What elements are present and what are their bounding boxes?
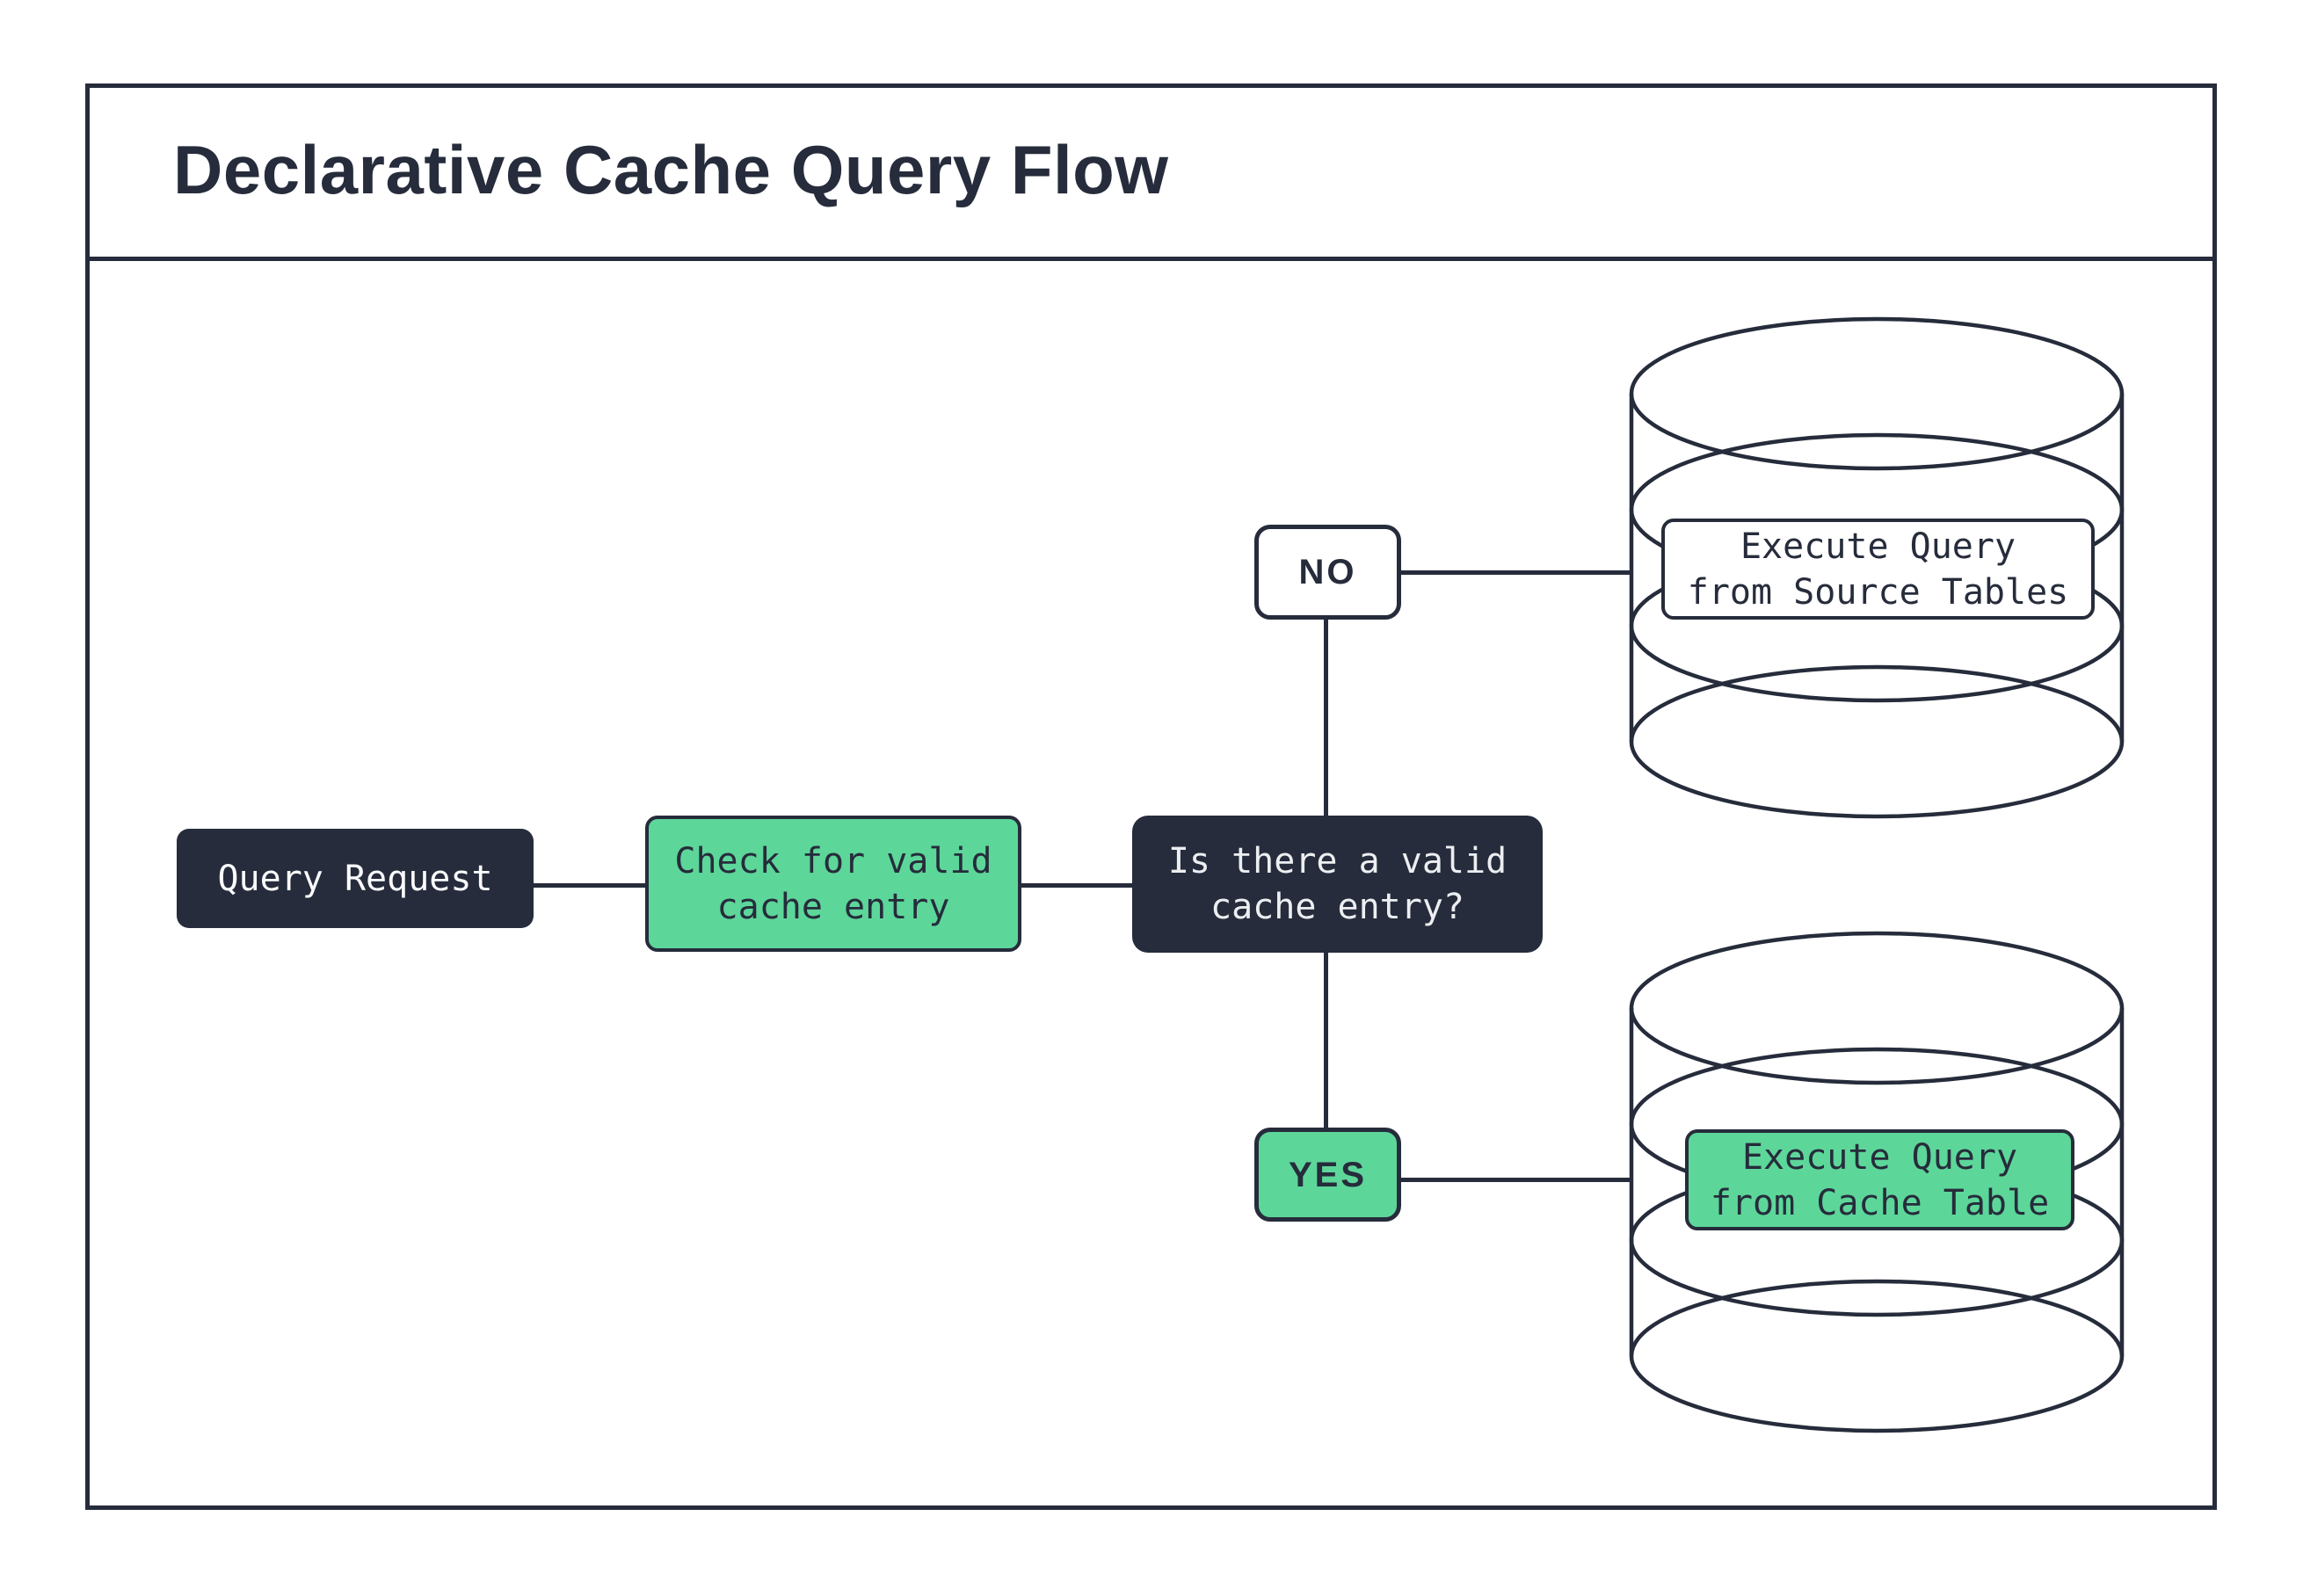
node-check-cache-line2: cache entry [716,886,950,927]
node-check-cache: Check for valid cache entry [645,816,1021,952]
node-execute-source-tables: Execute Query from Source Tables [1661,519,2095,620]
connector-question-to-yes [1324,953,1328,1128]
node-no-branch: NO [1254,525,1401,620]
node-execute-cache-table-line2: from Cache Table [1710,1182,2050,1223]
node-execute-source-tables-line1: Execute Query [1740,526,2016,567]
node-execute-source-tables-line2: from Source Tables [1687,571,2069,613]
connector-no-to-sourcedb [1401,570,1631,575]
diagram-frame [85,83,2217,1510]
connector-yes-to-cachedb [1401,1178,1631,1182]
page-title: Declarative Cache Query Flow [173,131,1169,208]
node-valid-cache-question: Is there a valid cache entry? [1132,816,1543,953]
node-check-cache-line1: Check for valid [674,840,992,881]
title-bar: Declarative Cache Query Flow [85,83,2217,261]
connector-question-to-no [1324,620,1328,816]
node-execute-cache-table: Execute Query from Cache Table [1685,1129,2074,1230]
node-yes-branch-label: YES [1288,1155,1368,1194]
connector-request-to-check [534,883,645,888]
node-no-branch-label: NO [1298,553,1357,591]
node-execute-cache-table-line1: Execute Query [1741,1136,2018,1178]
connector-check-to-question [1021,883,1132,888]
node-yes-branch: YES [1254,1128,1401,1222]
node-query-request: Query Request [177,829,534,928]
node-query-request-label: Query Request [217,858,493,899]
node-valid-cache-question-line2: cache entry? [1210,887,1464,927]
node-valid-cache-question-line1: Is there a valid [1167,841,1507,881]
